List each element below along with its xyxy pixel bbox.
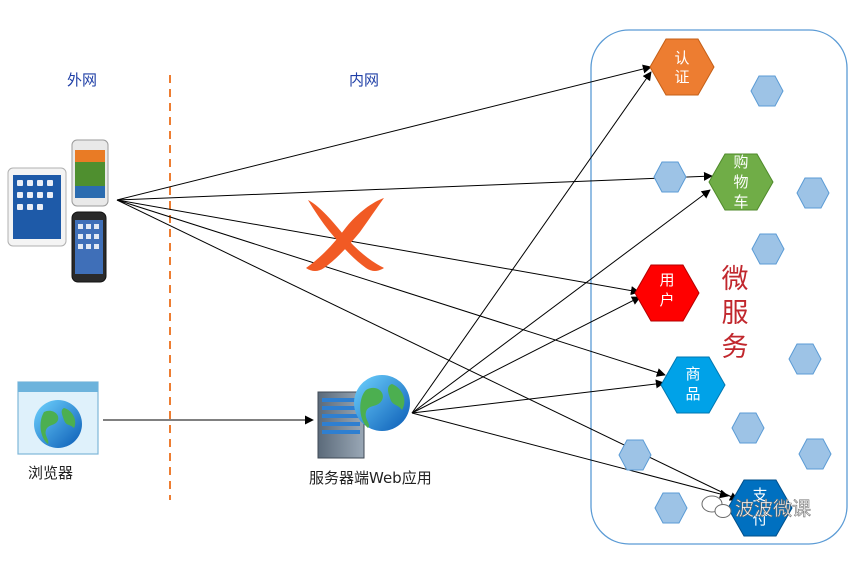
auth-label-line2: 证 <box>674 68 689 86</box>
arrow-server-auth <box>411 71 652 414</box>
filler-hexagon <box>788 343 822 375</box>
watermark: 波波微课 <box>701 495 811 520</box>
filler-hexagon <box>750 75 784 107</box>
server-arrows <box>411 71 729 499</box>
iphone-icon <box>71 211 107 283</box>
mobile-arrows <box>116 64 739 501</box>
payment-label-line1: 支 <box>752 486 767 504</box>
blocked-cross-icon <box>306 198 384 271</box>
arrow-mobile-user <box>116 199 640 296</box>
watermark-text: 波波微课 <box>735 498 811 520</box>
filler-hexagon <box>618 439 652 471</box>
filler-hexagon <box>798 438 832 470</box>
payment-label-line2: 付 <box>752 510 767 528</box>
outer-network-label: 外网 <box>67 71 97 89</box>
filler-hexagon <box>731 412 765 444</box>
arrow-mobile-product <box>116 199 666 377</box>
filler-hexagon <box>653 161 687 193</box>
arrow-server-cart <box>411 189 711 414</box>
product-label-line1: 商 <box>685 365 700 383</box>
cart-label-line3: 车 <box>733 193 748 211</box>
payment-service-node: 支 付 <box>727 479 793 537</box>
tablet-icon <box>7 167 67 247</box>
user-label-line1: 用 <box>659 271 674 289</box>
filler-hexagon <box>751 233 785 265</box>
arrow-server-payment <box>411 412 729 499</box>
cart-service-node: 购 物 车 <box>708 153 774 211</box>
inner-network-label: 内网 <box>349 71 379 89</box>
microservices-title-char2: 服 <box>722 298 749 329</box>
arrow-mobile-cart <box>116 171 713 201</box>
microservices-container <box>590 29 848 545</box>
arrow-server-product <box>411 379 665 414</box>
microservices-title-char3: 务 <box>722 332 749 363</box>
arrow-server-user <box>411 296 641 414</box>
product-service-node: 商 品 <box>660 356 726 414</box>
browser-label: 浏览器 <box>28 464 73 482</box>
auth-label-line1: 认 <box>674 49 689 67</box>
filler-hexagons <box>618 75 832 524</box>
user-service-node: 用 户 <box>634 264 700 322</box>
browser-icon <box>17 381 99 455</box>
server-icon <box>317 375 410 459</box>
filler-hexagon <box>796 177 830 209</box>
auth-service-node: 认 证 <box>649 38 715 96</box>
cart-label-line1: 购 <box>733 153 748 171</box>
wechat-icon <box>701 495 732 518</box>
filler-hexagon <box>654 492 688 524</box>
cart-label-line2: 物 <box>733 173 748 191</box>
android-phone-icon <box>71 139 109 207</box>
server-label: 服务器端Web应用 <box>309 469 432 487</box>
product-label-line2: 品 <box>685 385 700 403</box>
arrow-mobile-auth <box>116 64 652 201</box>
user-label-line2: 户 <box>659 291 674 309</box>
microservices-title-char1: 微 <box>722 264 749 295</box>
